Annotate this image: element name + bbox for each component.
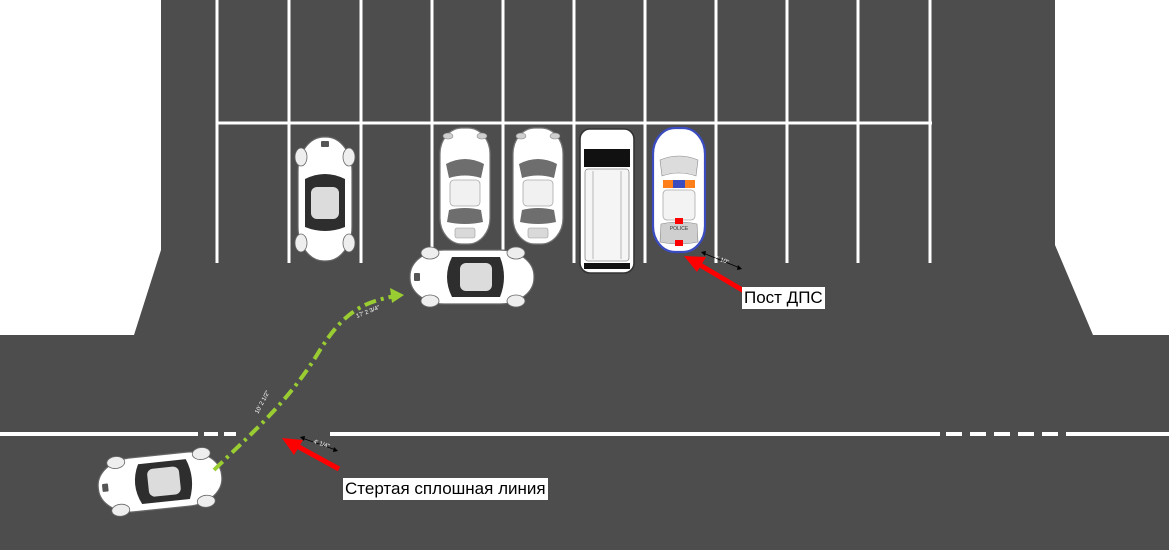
parking-stall-lines [215,0,932,263]
label-erased-solid-line: Стертая сплошная линия [343,478,548,500]
parked-van [579,128,635,274]
police-car [651,126,707,254]
parked-car [439,127,491,245]
lane-divider-line [0,432,1169,436]
arrow-to-police-post [684,256,746,294]
parked-car [512,127,564,245]
dimension-gap-police: 2' 10" [701,251,742,270]
trajectory-path [212,294,396,472]
dimension-gap-lane: 4' 1/4" [300,436,338,452]
moving-car-parking [409,246,535,308]
police-badge: POLICE [670,226,689,232]
parked-car-beetle [294,136,356,262]
trajectory-arrowhead [390,288,404,303]
svg-text:2' 10": 2' 10" [713,255,729,266]
arrow-to-erased-line [282,438,341,472]
moving-car-lane [94,445,226,519]
label-police-post: Пост ДПС [742,287,825,309]
svg-text:4' 1/4": 4' 1/4" [312,439,330,450]
